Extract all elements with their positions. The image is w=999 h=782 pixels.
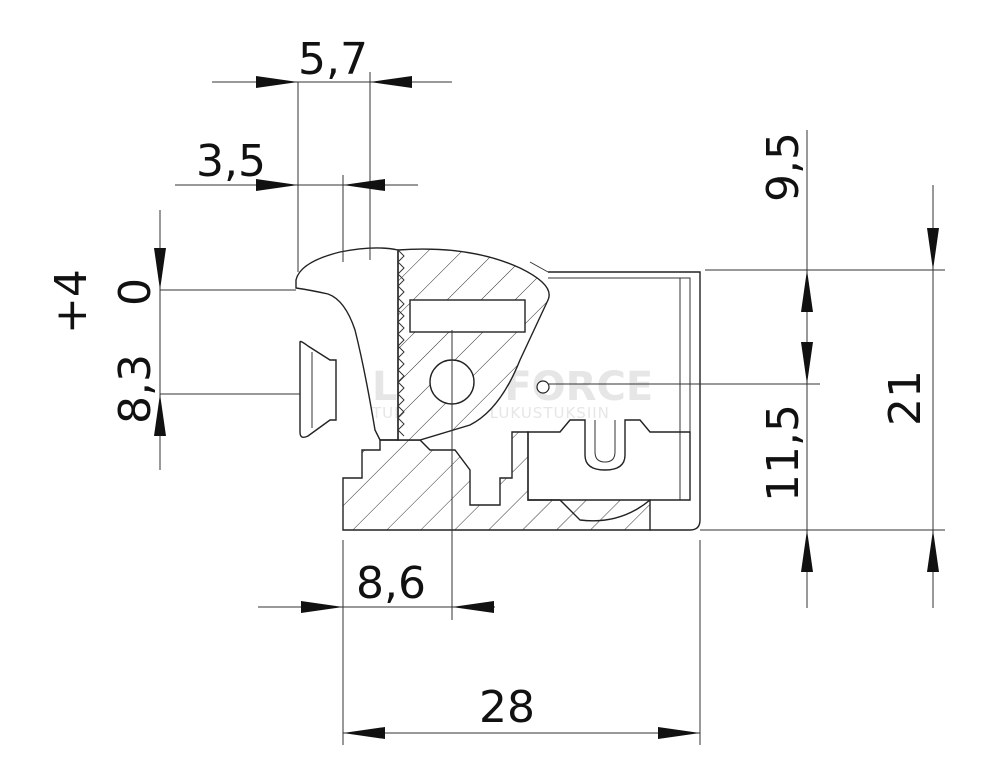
cam-slot — [409, 299, 526, 333]
inner-mechanism — [527, 419, 691, 522]
dim-vertical-zero: 0 — [110, 278, 161, 306]
housing-tab — [529, 261, 549, 273]
dim-top-width: 5,7 — [298, 34, 368, 85]
arrowheads — [154, 76, 939, 739]
dim-bottom-offset: 8,6 — [356, 558, 426, 609]
dim-offset-top: 3,5 — [196, 136, 266, 187]
dim-right-bottom: 11,5 — [758, 404, 809, 502]
thread-line — [397, 249, 405, 437]
housing-inner — [548, 277, 691, 500]
inner-recess — [594, 420, 616, 463]
hook-profile — [295, 247, 399, 441]
screw-head — [299, 340, 337, 439]
cam-body — [295, 247, 701, 531]
base-hatched-section — [342, 431, 651, 531]
dim-right-total: 21 — [880, 370, 931, 426]
dim-vertical-plus: +4 — [46, 269, 97, 334]
dim-vertical-lower: 8,3 — [110, 354, 161, 424]
small-hole — [536, 380, 550, 394]
dim-overall-width: 28 — [479, 682, 535, 733]
dimension-labels: 5,7 3,5 +4 0 8,3 9,5 11,5 21 8,6 28 — [46, 34, 931, 733]
housing-outline — [548, 271, 701, 531]
dim-right-top: 9,5 — [758, 132, 809, 202]
